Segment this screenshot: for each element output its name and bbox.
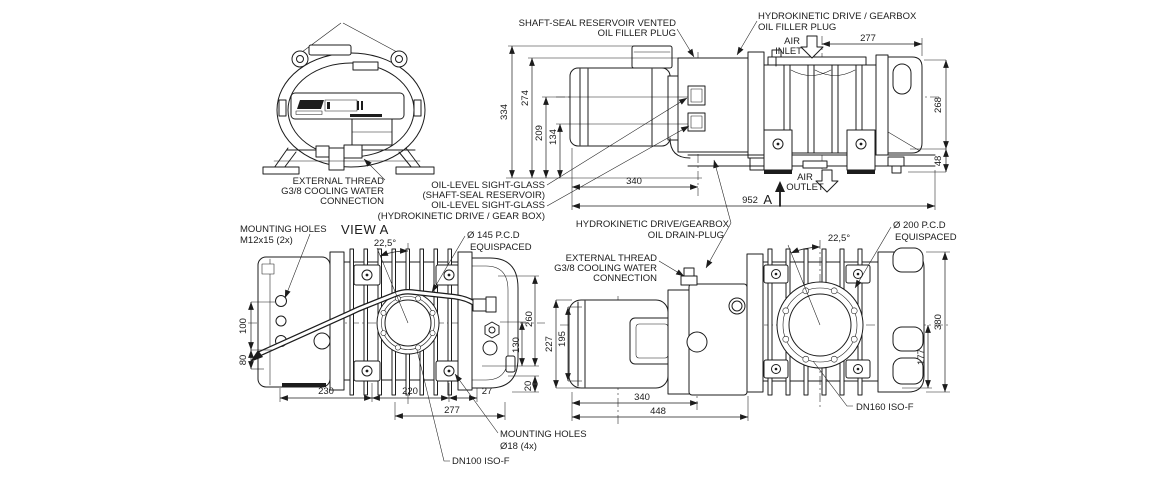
svg-text:Ø18 (4x): Ø18 (4x) [500, 441, 537, 452]
motor-terminal-box [631, 45, 673, 69]
svg-text:952: 952 [742, 195, 758, 206]
svg-text:220: 220 [402, 386, 418, 397]
end-bell-front [471, 257, 519, 389]
svg-text:48: 48 [933, 156, 944, 167]
svg-text:195: 195 [557, 331, 568, 347]
svg-text:230: 230 [318, 386, 334, 397]
svg-text:OIL FILLER PLUG: OIL FILLER PLUG [758, 22, 836, 33]
svg-text:260: 260 [524, 311, 535, 327]
view-a-angle-dim: 22,5° [374, 238, 409, 324]
front-view-angle-dim: 22,5° [787, 233, 850, 326]
svg-text:448: 448 [650, 406, 666, 417]
svg-text:22,5°: 22,5° [828, 233, 850, 244]
svg-text:227: 227 [544, 336, 555, 352]
svg-text:20: 20 [523, 381, 534, 392]
gearbox-flange-plate [747, 51, 765, 159]
svg-text:MOUNTING HOLES: MOUNTING HOLES [500, 429, 587, 440]
motor-side [569, 67, 671, 147]
svg-text:277: 277 [444, 405, 460, 416]
svg-text:177: 177 [916, 349, 927, 365]
svg-text:SHAFT-SEAL RESERVOIR VENTED: SHAFT-SEAL RESERVOIR VENTED [519, 18, 676, 29]
svg-text:EXTERNAL THREAD: EXTERNAL THREAD [566, 253, 657, 264]
svg-text:(HYDROKINETIC DRIVE / GEAR BOX: (HYDROKINETIC DRIVE / GEAR BOX) [378, 211, 545, 222]
svg-text:274: 274 [520, 90, 531, 106]
cooling-water-fitting [680, 275, 698, 286]
end-view-external-thread-label: G3/8 COOLING WATER [281, 186, 384, 197]
svg-text:OIL-LEVEL SIGHT-GLASS: OIL-LEVEL SIGHT-GLASS [431, 180, 545, 191]
side-view-dimensions: 334 274 209 134 340 952 277 268 48 [499, 33, 949, 210]
view-a-dimensions: 100 80 230 220 27 277 260 130 [238, 275, 539, 420]
svg-text:Ø 200 P.C.D: Ø 200 P.C.D [893, 220, 946, 231]
svg-text:HYDROKINETIC DRIVE / GEARBOX: HYDROKINETIC DRIVE / GEARBOX [758, 11, 917, 22]
svg-text:134: 134 [548, 129, 559, 145]
svg-text:M12x15 (2x): M12x15 (2x) [240, 235, 293, 246]
air-inlet-arrow-icon [800, 35, 824, 59]
svg-text:DN100 ISO-F: DN100 ISO-F [452, 456, 510, 467]
end-view-drawing: EXTERNAL THREAD G3/8 COOLING WATER CONNE… [262, 22, 435, 207]
brand-nameplate [290, 92, 405, 120]
air-outlet-label: OUTLET [786, 182, 824, 193]
side-view-drawing: AIR INLET AIR OUTLET A 334 274 209 134 [378, 11, 949, 269]
gearbox-front [257, 256, 331, 388]
svg-text:OIL-LEVEL SIGHT-GLASS: OIL-LEVEL SIGHT-GLASS [431, 200, 545, 211]
svg-text:EQUISPACED: EQUISPACED [895, 232, 957, 243]
air-outlet-label: AIR [797, 172, 813, 183]
air-inlet-label: AIR [784, 36, 800, 47]
svg-text:340: 340 [634, 392, 650, 403]
svg-text:G3/8 COOLING WATER: G3/8 COOLING WATER [554, 263, 657, 274]
svg-text:380: 380 [933, 314, 944, 330]
front-view-callouts: EXTERNAL THREAD G3/8 COOLING WATER CONNE… [554, 220, 957, 413]
end-view-external-thread-label: CONNECTION [320, 196, 384, 207]
cooling-water-pipe [250, 289, 497, 362]
svg-text:A: A [763, 192, 772, 207]
svg-text:MOUNTING HOLES: MOUNTING HOLES [240, 224, 327, 235]
svg-text:EQUISPACED: EQUISPACED [470, 242, 532, 253]
air-outlet-arrow-icon [815, 169, 839, 193]
svg-text:OIL FILLER PLUG: OIL FILLER PLUG [598, 28, 676, 39]
air-inlet-label: INLET [775, 46, 802, 57]
svg-text:OIL DRAIN-PLUG: OIL DRAIN-PLUG [648, 230, 724, 241]
svg-text:CONNECTION: CONNECTION [593, 273, 657, 284]
front-view-drawing: 22,5° 227 195 340 448 380 177 [544, 220, 957, 424]
view-a-title: VIEW A [341, 222, 389, 237]
inlet-flange-plate [767, 56, 867, 66]
front-view-dimensions: 227 195 340 448 380 177 [544, 251, 950, 421]
end-view-external-thread-label: EXTERNAL THREAD [293, 176, 384, 187]
svg-text:22,5°: 22,5° [374, 238, 396, 249]
svg-text:100: 100 [238, 318, 249, 334]
svg-text:334: 334 [499, 104, 510, 120]
svg-text:209: 209 [534, 125, 545, 141]
svg-text:277: 277 [860, 33, 876, 44]
side-view-callouts: SHAFT-SEAL RESERVOIR VENTED OIL FILLER P… [378, 11, 917, 269]
view-a-callouts: VIEW A MOUNTING HOLES M12x15 (2x) Ø 145 … [240, 222, 587, 467]
svg-text:DN160 ISO-F: DN160 ISO-F [856, 402, 914, 413]
svg-text:80: 80 [238, 355, 249, 366]
svg-text:130: 130 [511, 337, 522, 353]
view-a-drawing: 22,5° 100 80 230 220 27 277 [238, 222, 587, 467]
svg-text:(SHAFT-SEAL RESERVOIR): (SHAFT-SEAL RESERVOIR) [423, 190, 545, 201]
svg-text:340: 340 [626, 176, 642, 187]
svg-text:Ø 145 P.C.D: Ø 145 P.C.D [467, 230, 520, 241]
svg-text:HYDROKINETIC DRIVE/GEARBOX: HYDROKINETIC DRIVE/GEARBOX [576, 219, 730, 230]
svg-text:268: 268 [933, 97, 944, 113]
svg-text:27: 27 [482, 386, 493, 397]
